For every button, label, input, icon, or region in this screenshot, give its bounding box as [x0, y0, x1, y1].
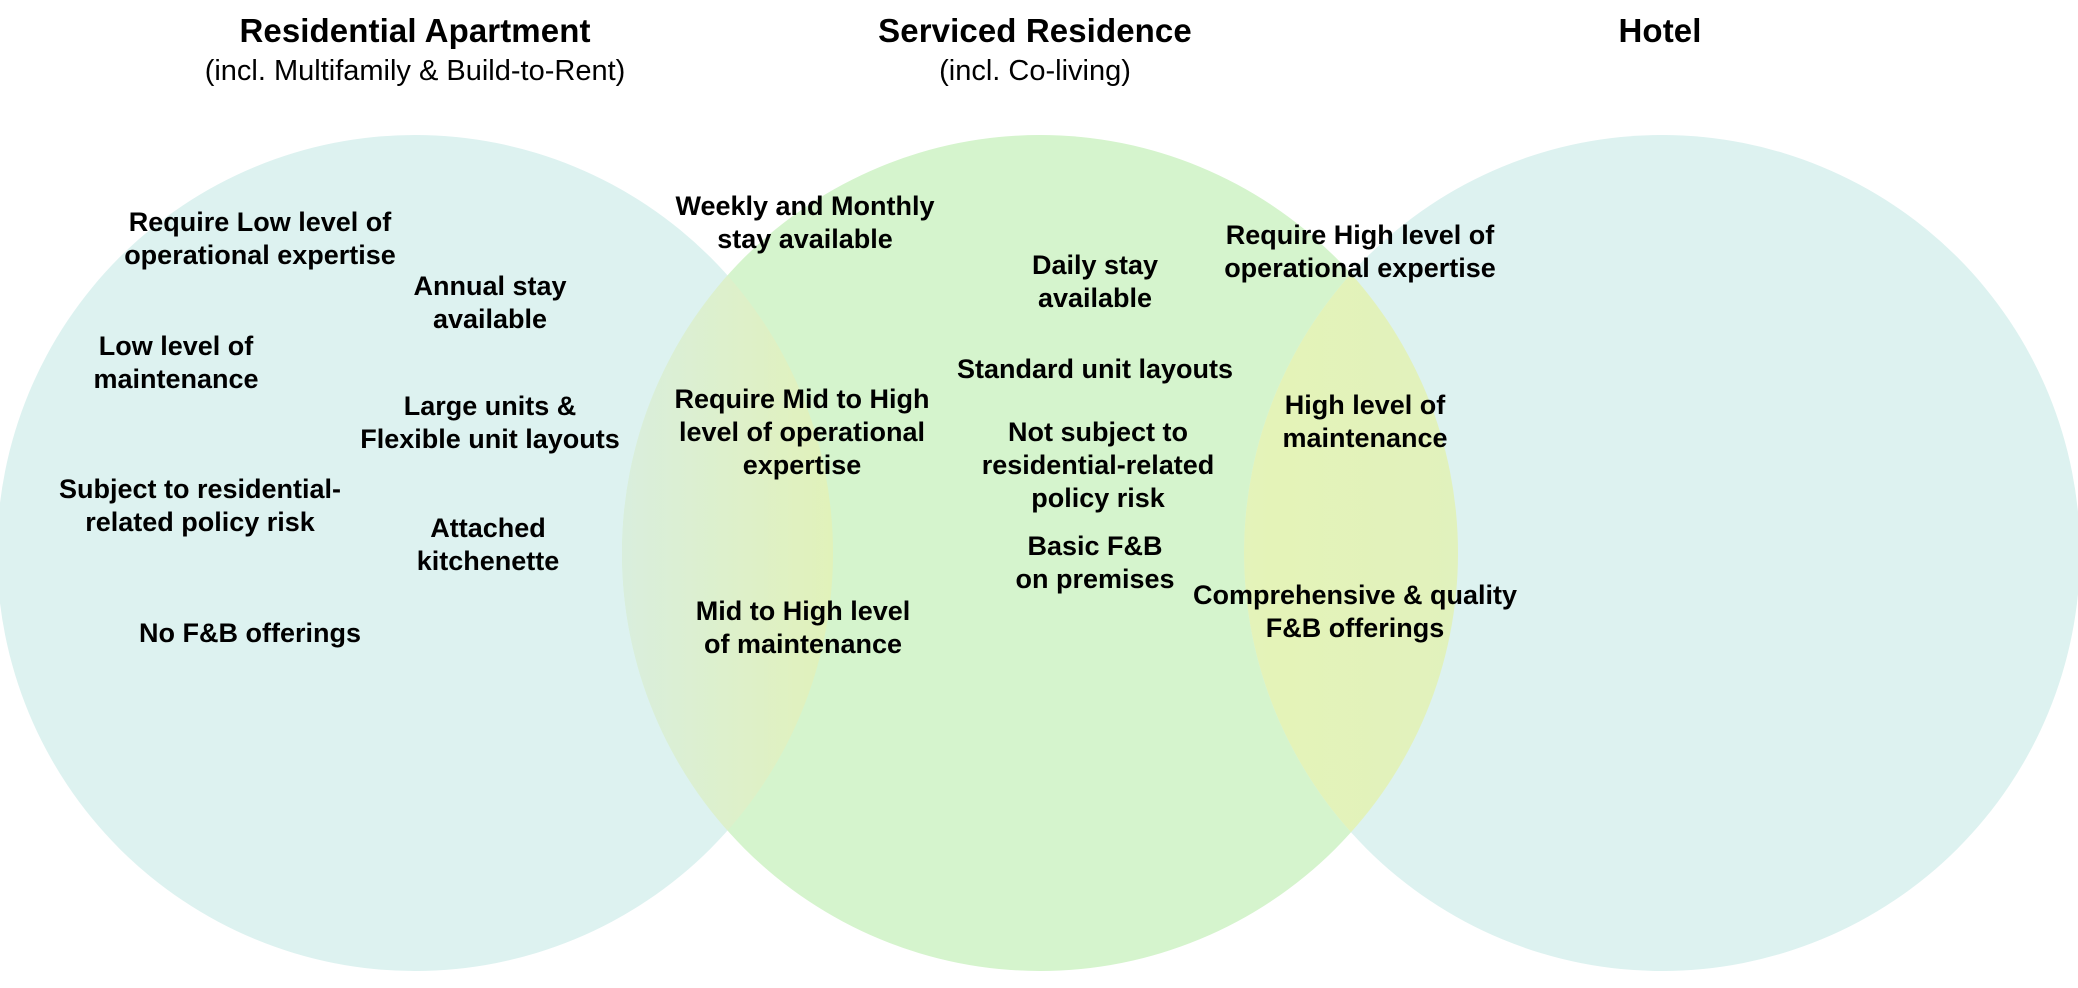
heading-serviced-residence-title: Serviced Residence [878, 12, 1192, 49]
center-only-item-2: Require Mid to High level of operational… [674, 384, 930, 480]
heading-residential-apartment-subtitle: (incl. Multifamily & Build-to-Rent) [204, 54, 626, 87]
right-intersection-item-1: Daily stay available [1031, 250, 1159, 313]
left-intersection-item-2: Large units & Flexible unit layouts [360, 391, 620, 454]
right-intersection-item-2: Standard unit layouts [956, 354, 1234, 384]
left-intersection-item-3: Attached kitchenette [416, 513, 560, 576]
circle-serviced-residence [622, 135, 1458, 971]
left-only-item-3: Subject to residential- related policy r… [58, 474, 342, 537]
right-only-item-3: Comprehensive & quality F&B offerings [1192, 580, 1518, 643]
left-only-item-2: Low level of maintenance [93, 331, 259, 394]
left-only-item-4: No F&B offerings [139, 618, 361, 648]
circle-hotel [1244, 135, 2078, 971]
right-only-item-1: Require High level of operational expert… [1224, 220, 1496, 283]
heading-serviced-residence: Serviced Residence (incl. Co-living) [620, 12, 1450, 88]
heading-residential-apartment: Residential Apartment (incl. Multifamily… [0, 12, 830, 88]
right-intersection-item-3: Not subject to residential-related polic… [981, 417, 1215, 513]
right-only-item-2: High level of maintenance [1282, 390, 1448, 453]
left-intersection-item-1: Annual stay available [413, 271, 567, 334]
left-only-item-1: Require Low level of operational experti… [124, 207, 396, 270]
heading-residential-apartment-title: Residential Apartment [239, 12, 591, 49]
right-intersection-item-4: Basic F&B on premises [1015, 531, 1175, 594]
center-only-item-1: Weekly and Monthly stay available [675, 191, 935, 254]
circle-residential-apartment [0, 135, 833, 971]
center-only-item-3: Mid to High level of maintenance [695, 596, 911, 659]
heading-serviced-residence-subtitle: (incl. Co-living) [939, 54, 1131, 87]
heading-hotel: Hotel [1245, 12, 2075, 54]
heading-hotel-title: Hotel [1618, 12, 1702, 49]
